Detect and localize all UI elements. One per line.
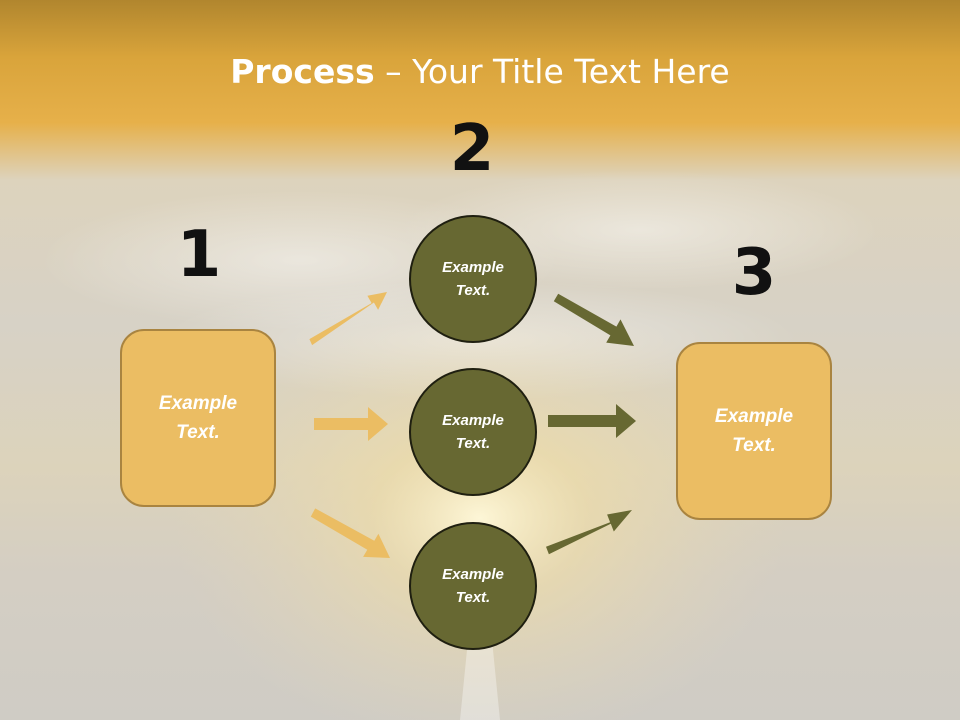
arrow-bottom-to-right [546,510,632,555]
bottom-circle: Example Text. [409,522,537,650]
step-3-number: 3 [731,236,777,310]
step-1-number: 1 [176,218,222,292]
right-process-box: Example Text. [676,342,832,520]
arrow-middle-to-right [548,404,636,438]
right-box-text: Example Text. [714,406,794,456]
top-circle-text: Example Text. [442,259,504,299]
top-circle: Example Text. [409,215,537,343]
arrow-top-to-right [553,293,634,346]
left-box-text: Example Text. [158,393,238,443]
step-2-number: 2 [449,112,495,186]
title-bold: Process [230,52,375,91]
left-process-box: Example Text. [120,329,276,507]
arrow-left-to-bottom [310,508,390,558]
slide-title: Process – Your Title Text Here [0,52,960,91]
arrow-left-to-middle [314,407,388,441]
title-rest: – Your Title Text Here [374,52,730,91]
bottom-circle-text: Example Text. [442,566,504,606]
middle-circle: Example Text. [409,368,537,496]
middle-circle-text: Example Text. [442,412,504,452]
arrow-left-to-top [309,292,387,346]
